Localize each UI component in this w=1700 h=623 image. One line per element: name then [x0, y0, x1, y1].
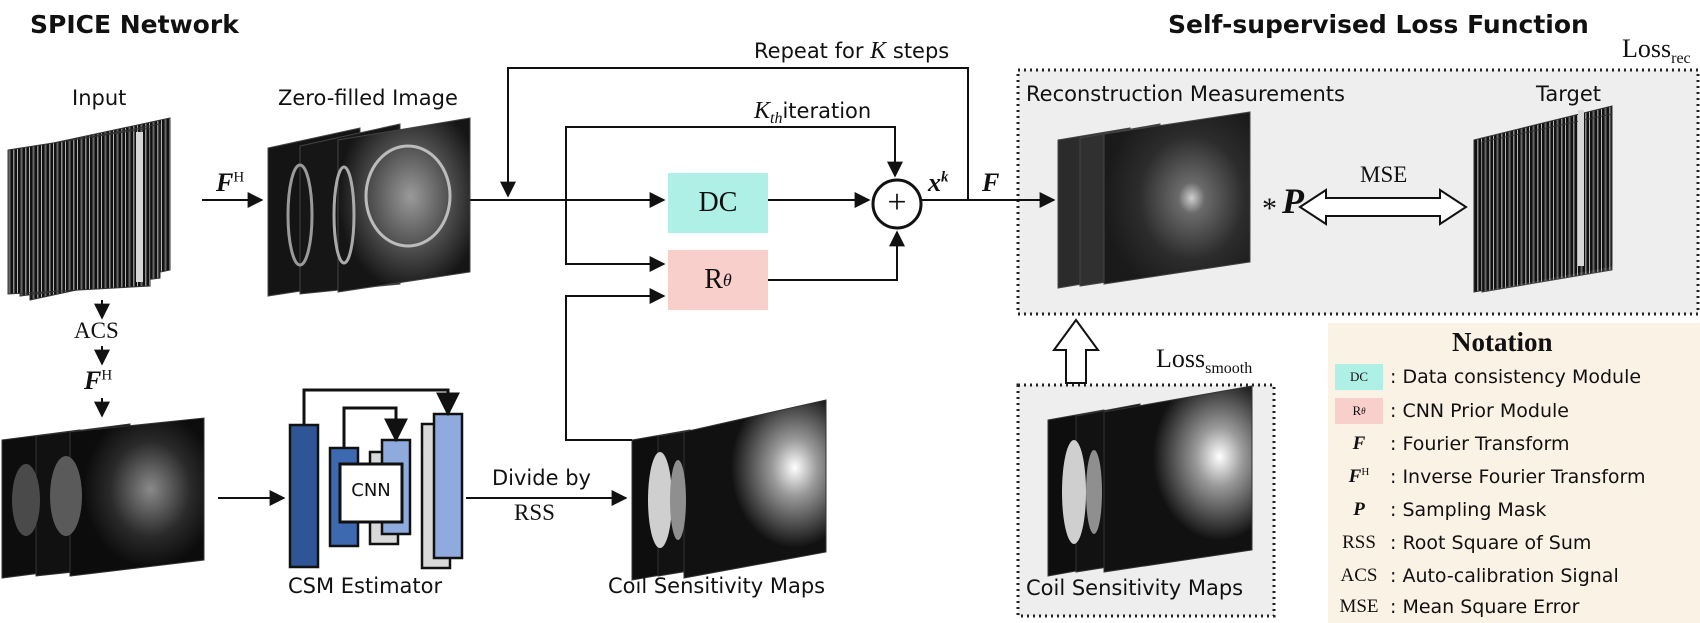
coil-maps-right-stack — [1047, 385, 1253, 577]
notation-row-rss: RSS : Root Square of Sum — [1342, 532, 1592, 554]
input-label: Input — [72, 86, 127, 110]
smooth-to-rec-arrow — [1052, 318, 1100, 384]
p-label: P — [1282, 181, 1304, 221]
acs-label: ACS — [74, 318, 119, 343]
dc-module-box — [668, 173, 768, 233]
recon-measurements-stack — [1057, 111, 1251, 289]
star-label: * — [1262, 192, 1277, 225]
arrows — [94, 67, 1056, 506]
dc-module: DC — [698, 187, 738, 218]
loss-smooth-label: Losssmooth — [1156, 344, 1253, 378]
zero-filled-label: Zero-filled Image — [278, 86, 458, 110]
loss-function-title: Self-supervised Loss Function — [1168, 10, 1589, 39]
csm-estimator-label: CSM Estimator — [288, 574, 443, 598]
notation-row-dc: DC : Data consistency Module — [1328, 363, 1641, 391]
notation-row-mse: MSE : Mean Square Error — [1339, 596, 1580, 618]
mse-label: MSE — [1360, 162, 1408, 187]
dc-chip: DC — [1335, 364, 1383, 390]
notation-row-p: P : Sampling Mask — [1353, 499, 1547, 521]
kth-iteration-label: Kthiteration — [754, 98, 872, 128]
notation-row-acs: ACS : Auto-calibration Signal — [1340, 565, 1619, 587]
coil-maps-left-stack — [631, 399, 827, 581]
csm-estimator-blocks — [288, 388, 464, 570]
notation-background — [1328, 323, 1700, 623]
coil-maps-left-label: Coil Sensitivity Maps — [608, 574, 826, 598]
sum-node — [871, 178, 923, 230]
input-stack — [7, 117, 171, 301]
cnn-label: CNN — [351, 480, 391, 501]
acs-coil-stack — [1, 417, 205, 579]
target-label: Target — [1536, 82, 1601, 106]
fh-label: FH — [216, 168, 245, 197]
coil-maps-right-label: Coil Sensitivity Maps — [1026, 576, 1244, 600]
xk-label: xk — [928, 168, 949, 197]
f-label: F — [982, 168, 1000, 197]
r-theta-module-box — [668, 250, 768, 310]
divide-by-label: Divide by — [492, 466, 591, 490]
notation-title: Notation — [1452, 327, 1553, 357]
loss-rec-label: Lossrec — [1622, 34, 1691, 68]
fh-label-2: FH — [84, 366, 113, 395]
notation-row-f: F : Fourier Transform — [1352, 433, 1570, 455]
repeat-label: Repeat for K steps — [754, 38, 950, 64]
spice-network-title: SPICE Network — [30, 10, 239, 39]
target-stack — [1473, 105, 1613, 293]
rss-label: RSS — [514, 500, 555, 525]
mse-double-arrow — [1298, 188, 1468, 226]
recon-measurements-label: Reconstruction Measurements — [1026, 82, 1345, 106]
sum-node-label: + — [887, 184, 907, 221]
zero-filled-stack — [267, 117, 471, 297]
